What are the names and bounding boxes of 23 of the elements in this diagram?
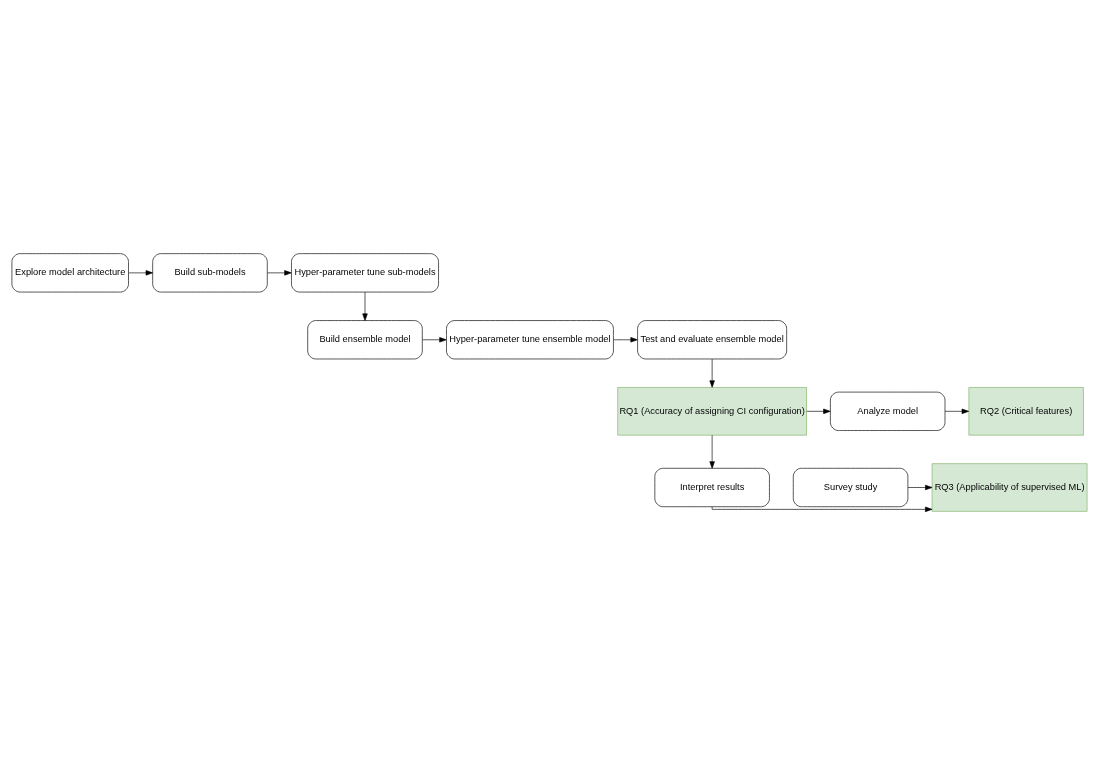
node-box: Analyze model — [830, 391, 946, 431]
node-box: Build sub-models — [152, 252, 268, 292]
arrow — [709, 434, 715, 469]
arrow — [422, 336, 447, 342]
arrow — [267, 269, 292, 275]
arrow — [128, 269, 153, 275]
node-box: Interpret results — [654, 467, 770, 507]
node-box: Hyper-parameter tune ensemble model — [446, 319, 614, 359]
arrow — [709, 358, 715, 388]
node-box: Survey study — [792, 467, 909, 507]
arrow — [907, 484, 933, 490]
node-box: Explore model architecture — [11, 252, 129, 292]
node-box: Hyper-parameter tune sub-models — [291, 252, 439, 292]
arrow — [806, 408, 831, 414]
arrow — [362, 291, 368, 321]
node-box: Build ensemble model — [307, 319, 423, 359]
arrow — [711, 506, 933, 512]
node-box: Test and evaluate ensemble model — [637, 319, 787, 359]
node-box: RQ2 (Critical features) — [968, 386, 1084, 435]
arrow — [944, 408, 969, 414]
node-box: RQ3 (Applicability of supervised ML) — [931, 462, 1088, 512]
arrow — [613, 336, 638, 342]
node-box: RQ1 (Accuracy of assigning CI configuration) — [617, 386, 807, 435]
